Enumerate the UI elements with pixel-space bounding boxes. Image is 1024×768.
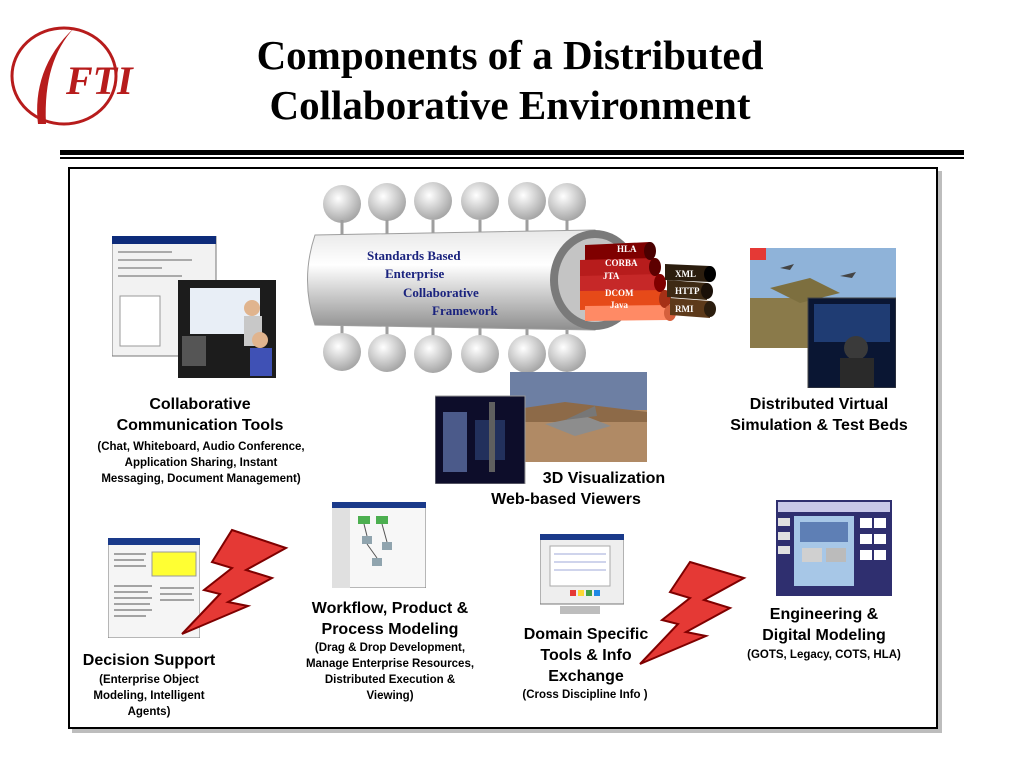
viz-title: 3D Visualization [490, 468, 680, 489]
decision-description: (Enterprise Object Modeling, Intelligent… [70, 672, 228, 720]
title-divider [60, 150, 964, 155]
decision-desc-line-1: (Enterprise Object [99, 674, 199, 686]
cable-label-hla: HLA [617, 244, 637, 254]
viz-subtitle: Web-based Viewers [486, 489, 646, 510]
decision-support-image [107, 537, 201, 639]
cable-label-jta: JTA [603, 271, 620, 281]
domain-title-line-2: Tools & Info [540, 647, 632, 664]
decision-desc-line-3: Agents) [127, 706, 171, 718]
dvs-title: Distributed Virtual Simulation & Test Be… [710, 394, 928, 436]
viz-title-line-1: 3D Visualization [542, 470, 666, 487]
title-divider-thin [60, 157, 964, 159]
framework-line-3: Collaborative [403, 285, 479, 300]
cable-label-http: HTTP [675, 286, 700, 296]
visualization-image [434, 372, 647, 485]
collaboration-image [111, 235, 276, 378]
collab-title-line-2: Communication Tools [116, 417, 284, 434]
domain-title-line-3: Exchange [548, 668, 624, 685]
lightning-bolt-icon [180, 528, 290, 638]
workflow-desc-line-1: (Drag & Drop Development, [314, 642, 466, 654]
title-line-1: Components of a Distributed [256, 32, 764, 78]
workflow-description: (Drag & Drop Development, Manage Enterpr… [290, 640, 490, 704]
collab-desc-line-3: Messaging, Document Management) [101, 473, 301, 485]
workflow-image [331, 501, 427, 589]
collab-title: Collaborative Communication Tools [70, 394, 330, 436]
workflow-title-line-2: Process Modeling [321, 621, 459, 638]
cable-label-corba: CORBA [605, 258, 638, 268]
domain-title-line-1: Domain Specific [523, 626, 649, 643]
framework-line-4: Framework [432, 303, 498, 318]
framework-line-1: Standards Based [367, 248, 461, 263]
workflow-desc-line-3: Distributed Execution & [324, 674, 456, 686]
collab-description: (Chat, Whiteboard, Audio Conference, App… [72, 439, 330, 487]
domain-description: (Cross Discipline Info ) [522, 689, 648, 701]
page-title: Components of a Distributed Collaborativ… [160, 30, 860, 130]
collab-desc-line-1: (Chat, Whiteboard, Audio Conference, [97, 441, 305, 453]
title-line-2: Collaborative Environment [269, 82, 751, 128]
decision-title: Decision Support [82, 652, 216, 669]
logo-text: FTI [65, 58, 134, 103]
cable-label-rmi: RMI [675, 304, 694, 314]
dvs-title-line-2: Simulation & Test Beds [730, 417, 908, 434]
dvs-title-line-1: Distributed Virtual [749, 396, 889, 413]
decision-desc-line-2: Modeling, Intelligent [93, 690, 205, 702]
engineering-title-line-1: Engineering & [769, 606, 879, 623]
engineering-image [776, 500, 892, 596]
engineering-title-line-2: Digital Modeling [762, 627, 886, 644]
framework-pipeline: Standards Based Enterprise Collaborative… [295, 180, 725, 380]
lightning-bolt-icon [638, 560, 748, 668]
viz-title-line-2: Web-based Viewers [491, 491, 641, 508]
engineering-title: Engineering & Digital Modeling [734, 604, 914, 646]
cable-label-java: Java [610, 300, 629, 310]
workflow-title-line-1: Workflow, Product & [311, 600, 469, 617]
collab-desc-line-2: Application Sharing, Instant [124, 457, 278, 469]
domain-tools-image [539, 533, 625, 618]
cable-label-dcom: DCOM [605, 288, 634, 298]
fti-logo: FTI [4, 20, 154, 130]
workflow-title: Workflow, Product & Process Modeling [290, 598, 490, 640]
workflow-desc-line-4: Viewing) [366, 690, 414, 702]
engineering-description: (GOTS, Legacy, COTS, HLA) [747, 649, 901, 661]
domain-title: Domain Specific Tools & Info Exchange [506, 624, 666, 687]
framework-line-2: Enterprise [385, 266, 444, 281]
workflow-desc-line-2: Manage Enterprise Resources, [305, 658, 475, 670]
cable-label-xml: XML [675, 269, 696, 279]
collab-title-line-1: Collaborative [149, 396, 251, 413]
simulation-image [750, 248, 897, 389]
